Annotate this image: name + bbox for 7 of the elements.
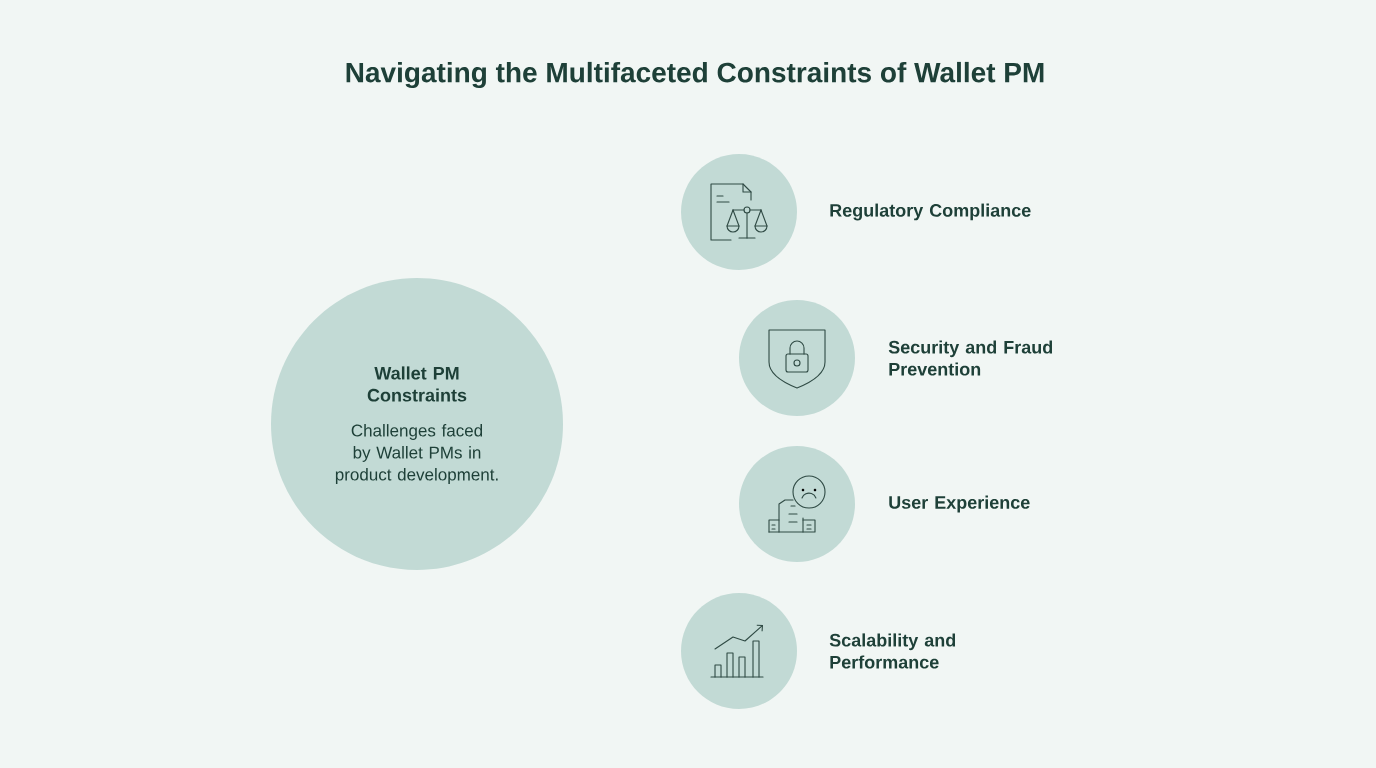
item-label: Regulatory Compliance <box>830 203 1031 221</box>
circle-heading: Wallet PM Constraints <box>367 366 467 402</box>
item-label: User Experience <box>889 495 1030 513</box>
title: Navigating the Multifaceted Constraints of Wallet PM <box>346 61 1044 89</box>
item-label: Security and Fraud Prevention <box>888 340 1053 376</box>
item-label: Scalability and Performance <box>829 633 956 669</box>
circle-description: Challenges faced by Wallet PMs in product development. <box>335 424 498 484</box>
